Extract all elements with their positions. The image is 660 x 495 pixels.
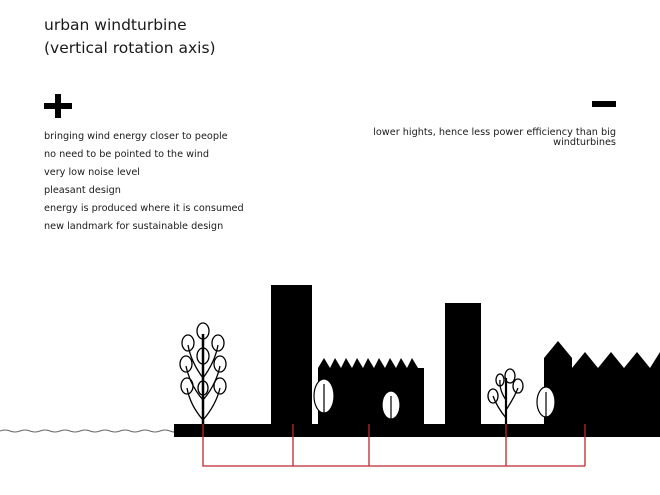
disadvantages-list: lower hights, hence less power efficienc… [370, 128, 616, 148]
advantages-list: bringing wind energy closer to people no… [44, 128, 244, 235]
advantage-item: energy is produced where it is consumed [44, 202, 244, 214]
title-line-1: urban windturbine [44, 16, 187, 34]
minus-icon [592, 101, 616, 107]
tree-icon [313, 378, 335, 424]
advantage-item: pleasant design [44, 184, 121, 196]
ground-slab [174, 424, 660, 437]
tower-building-left [271, 285, 312, 427]
building-right-cluster [544, 341, 660, 427]
advantage-item: no need to be pointed to the wind [44, 148, 210, 160]
advantage-item: bringing wind energy closer to people [44, 131, 228, 142]
tree-icon [536, 386, 556, 424]
tree-icon [381, 390, 401, 426]
tower-building-right [445, 303, 481, 427]
advantage-item: new landmark for sustainable design [44, 220, 224, 232]
advantage-item: very low noise level [44, 166, 140, 178]
ground-wave-line [0, 429, 175, 433]
windturbine-tree-large [179, 322, 227, 427]
title-line-2: (vertical rotation axis) [44, 39, 216, 57]
windturbine-tree-small [487, 368, 524, 427]
diagram-title: urban windturbine (vertical rotation axi… [44, 14, 216, 60]
plus-icon [44, 94, 72, 118]
disadvantage-item: lower hights, hence less power efficienc… [373, 127, 616, 148]
energy-grid-lines [202, 424, 586, 467]
